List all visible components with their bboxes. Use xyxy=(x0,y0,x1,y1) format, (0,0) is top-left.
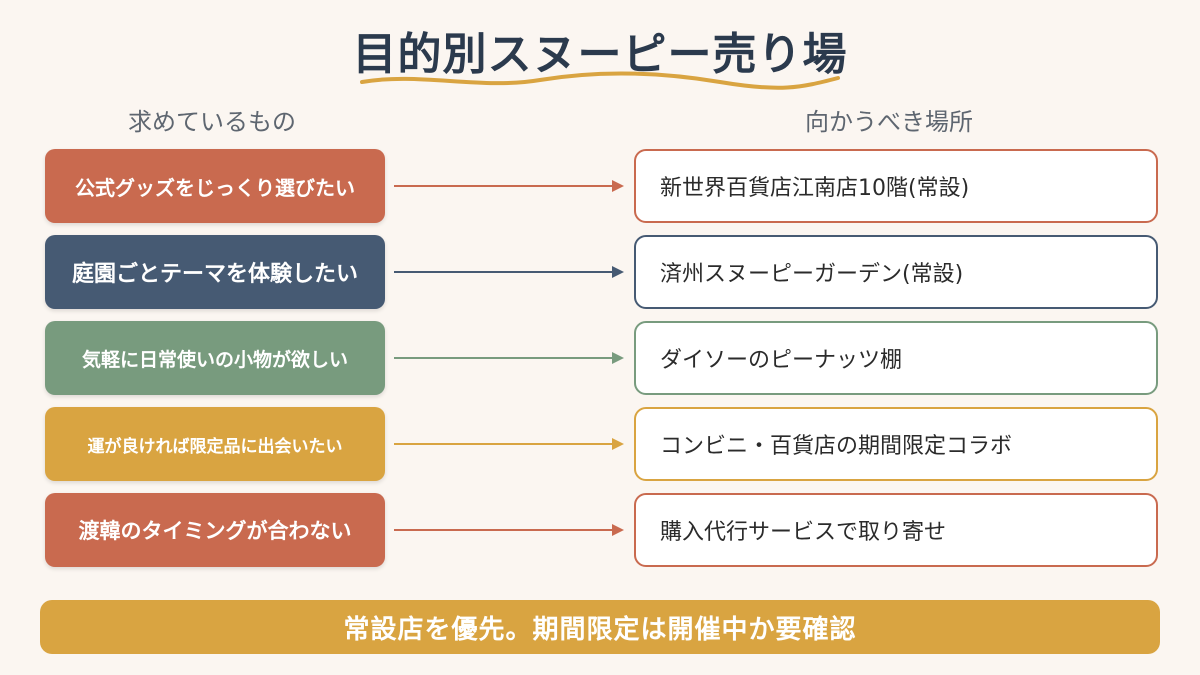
place-box: 購入代行サービスで取り寄せ xyxy=(634,493,1158,567)
place-box: コンビニ・百貨店の期間限定コラボ xyxy=(634,407,1158,481)
need-box: 公式グッズをじっくり選びたい xyxy=(45,149,385,223)
need-box: 庭園ごとテーマを体験したい xyxy=(45,235,385,309)
flow-row: 庭園ごとテーマを体験したい 済州スヌーピーガーデン(常設) xyxy=(0,235,1200,309)
need-box: 気軽に日常使いの小物が欲しい xyxy=(45,321,385,395)
title-underline xyxy=(360,71,840,90)
arrow-right-icon xyxy=(394,266,624,278)
page-title: 目的別スヌーピー売り場 xyxy=(352,29,848,80)
flow-row: 気軽に日常使いの小物が欲しい ダイソーのピーナッツ棚 xyxy=(0,321,1200,395)
needs-column-header: 求めているもの xyxy=(128,108,296,136)
summary-banner: 常設店を優先。期間限定は開催中か要確認 xyxy=(40,600,1160,654)
place-box: 新世界百貨店江南店10階(常設) xyxy=(634,149,1158,223)
place-box: 済州スヌーピーガーデン(常設) xyxy=(634,235,1158,309)
need-box: 運が良ければ限定品に出会いたい xyxy=(45,407,385,481)
flow-row: 運が良ければ限定品に出会いたい コンビニ・百貨店の期間限定コラボ xyxy=(0,407,1200,481)
arrow-right-icon xyxy=(394,438,624,450)
flow-row: 公式グッズをじっくり選びたい 新世界百貨店江南店10階(常設) xyxy=(0,149,1200,223)
arrow-right-icon xyxy=(394,180,624,192)
need-box: 渡韓のタイミングが合わない xyxy=(45,493,385,567)
arrow-right-icon xyxy=(394,524,624,536)
places-column-header: 向かうべき場所 xyxy=(805,108,973,136)
title-underline-stroke xyxy=(360,71,840,90)
place-box: ダイソーのピーナッツ棚 xyxy=(634,321,1158,395)
arrow-right-icon xyxy=(394,352,624,364)
flow-row: 渡韓のタイミングが合わない 購入代行サービスで取り寄せ xyxy=(0,493,1200,567)
